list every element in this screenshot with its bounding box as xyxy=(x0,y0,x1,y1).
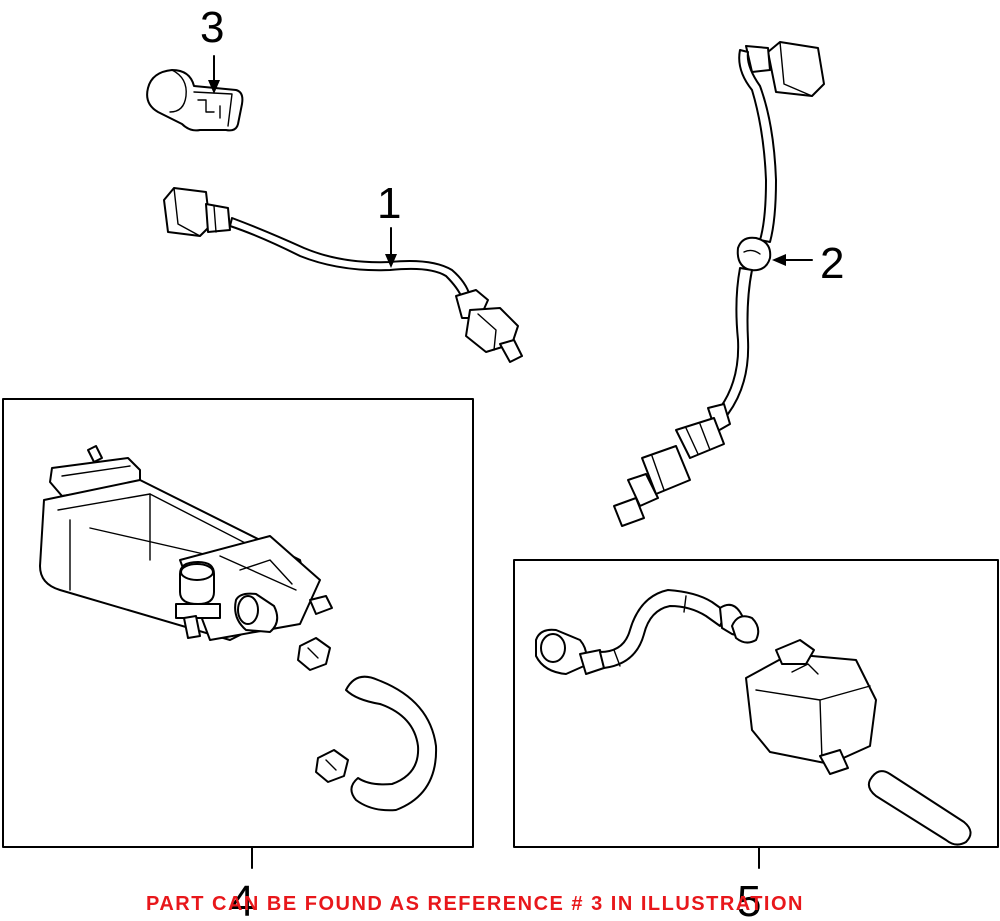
callout-3-label: 3 xyxy=(200,3,224,52)
callout-4-label: 4 xyxy=(230,877,254,921)
part-5-vapor-sensor-assembly[interactable] xyxy=(535,589,972,846)
callout-1-arrow xyxy=(385,227,397,268)
callout-5-label: 5 xyxy=(737,877,761,921)
callout-2-label: 2 xyxy=(820,239,844,288)
reference-note: PART CAN BE FOUND AS REFERENCE # 3 IN IL… xyxy=(146,893,804,915)
group-box-4 xyxy=(2,398,474,848)
group-box-5 xyxy=(513,559,999,848)
part-3-connector-clip[interactable] xyxy=(146,69,244,132)
callout-3-arrow xyxy=(208,55,220,94)
callout-2-arrow xyxy=(772,254,813,266)
part-4-charcoal-canister[interactable] xyxy=(39,445,438,812)
part-1-oxygen-sensor[interactable] xyxy=(163,187,523,363)
part-2-oxygen-sensor[interactable] xyxy=(613,41,825,527)
callout-1-label: 1 xyxy=(377,179,401,228)
